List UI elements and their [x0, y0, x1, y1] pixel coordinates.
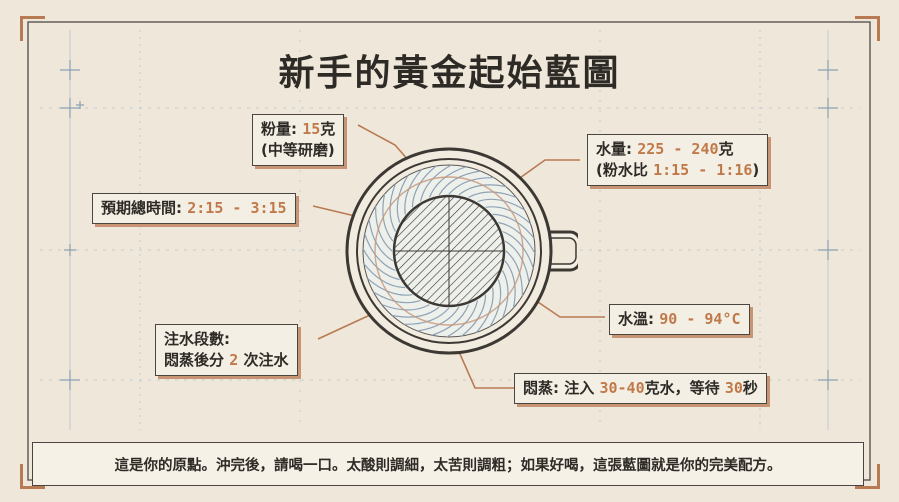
- swirl-line: [477, 198, 525, 211]
- corner-bracket-top-left: [20, 16, 45, 41]
- swirl-line: [438, 170, 481, 196]
- swirl-line: [403, 307, 450, 325]
- corner-bracket-bottom-right: [855, 464, 880, 489]
- swirl-line: [373, 291, 421, 304]
- swirl-line: [411, 165, 437, 208]
- footer-text: 這是你的原點。沖完後，請喝一口。太酸則調細，太苦則調粗；如果好喝，這張藍圖就是你…: [114, 457, 782, 474]
- page-title: 新手的黃金起始藍圖: [278, 53, 621, 94]
- powder-suffix: 克: [320, 120, 336, 138]
- crosshair-marks: [60, 60, 838, 390]
- ratio-suffix: ): [752, 161, 760, 179]
- swirl-line: [363, 263, 406, 289]
- swirl-line: [498, 221, 536, 254]
- pour-stages-suffix: 次注水: [238, 351, 289, 369]
- swirl-line: [382, 193, 394, 242]
- swirl-line: [501, 270, 509, 319]
- corner-bracket-top-right: [855, 16, 880, 41]
- corner-bracket-bottom-left: [20, 464, 45, 489]
- water-temperature-label: 水溫: 90 - 94°C: [609, 304, 750, 335]
- swirl-line: [504, 240, 530, 283]
- swirl-line: [417, 306, 460, 332]
- water-amount-label: 水量: 225 - 240克 (粉水比 1:15 - 1:16): [587, 134, 769, 186]
- swirl-line: [368, 219, 394, 262]
- bloom-middle: 克水，等待: [644, 379, 725, 397]
- swirl-line: [485, 206, 531, 225]
- swirl-line: [492, 213, 535, 239]
- powder-amount-label: 粉量: 15克 (中等研磨): [252, 114, 345, 166]
- temperature-prefix: 水溫:: [618, 310, 660, 328]
- water-value: 225 - 240: [637, 140, 719, 158]
- swirl-line: [367, 277, 413, 296]
- ratio-value: 1:15 - 1:16: [653, 161, 753, 179]
- pour-stages-prefix: 悶蒸後分: [164, 351, 230, 369]
- swirl-line: [396, 175, 409, 223]
- swirl-line: [446, 300, 479, 338]
- swirl-line: [428, 166, 467, 198]
- swirl-line: [389, 183, 397, 232]
- swirl-line: [458, 184, 507, 196]
- swirl-line: [502, 230, 534, 269]
- pour-stages-label: 注水段數: 悶蒸後分 2 次注水: [155, 324, 298, 376]
- bloom-label: 悶蒸: 注入 30-40克水，等待 30秒: [514, 373, 767, 404]
- swirl-line: [419, 164, 452, 202]
- swirl-line: [448, 177, 495, 195]
- swirl-line: [468, 191, 517, 199]
- total-time-value: 2:15 - 3:15: [187, 199, 287, 217]
- temperature-value: 90 - 94°C: [659, 310, 741, 328]
- total-time-prefix: 預期總時間:: [101, 199, 188, 217]
- swirl-line: [505, 250, 523, 297]
- cup-inner-rim: [356, 158, 542, 344]
- powder-prefix: 粉量:: [261, 120, 303, 138]
- swirl-line: [375, 205, 393, 252]
- coffee-cup-diagram: [345, 147, 578, 355]
- swirl-line: [362, 248, 400, 281]
- bloom-prefix: 悶蒸: 注入: [523, 379, 600, 397]
- powder-grind-note: (中等研磨): [261, 141, 335, 159]
- swirl-line: [504, 260, 516, 309]
- bloom-suffix: 秒: [742, 379, 758, 397]
- swirl-pattern: [362, 164, 536, 338]
- water-suffix: 克: [718, 140, 734, 158]
- ratio-prefix: (粉水比: [596, 161, 654, 179]
- water-prefix: 水量:: [596, 140, 638, 158]
- swirl-line: [391, 306, 440, 318]
- grid-lines: [40, 30, 860, 430]
- swirl-ring-accent: [374, 176, 524, 326]
- swirl-line: [489, 279, 502, 327]
- bloom-water-value: 30-40: [599, 379, 645, 397]
- swirl-line: [461, 294, 487, 337]
- swirl-line: [364, 233, 396, 272]
- powder-value: 15: [302, 120, 321, 138]
- swirl-line: [404, 169, 423, 215]
- swirl-line: [381, 303, 430, 311]
- footer-note: 這是你的原點。沖完後，請喝一口。太酸則調細，太苦則調粗；如果好喝，這張藍圖就是你…: [32, 442, 864, 486]
- pour-stages-value: 2: [229, 351, 239, 369]
- swirl-line: [475, 287, 494, 333]
- pour-stages-title: 注水段數:: [164, 330, 230, 348]
- bloom-time-value: 30: [724, 379, 743, 397]
- total-time-label: 預期總時間: 2:15 - 3:15: [92, 193, 296, 224]
- swirl-line: [431, 304, 470, 336]
